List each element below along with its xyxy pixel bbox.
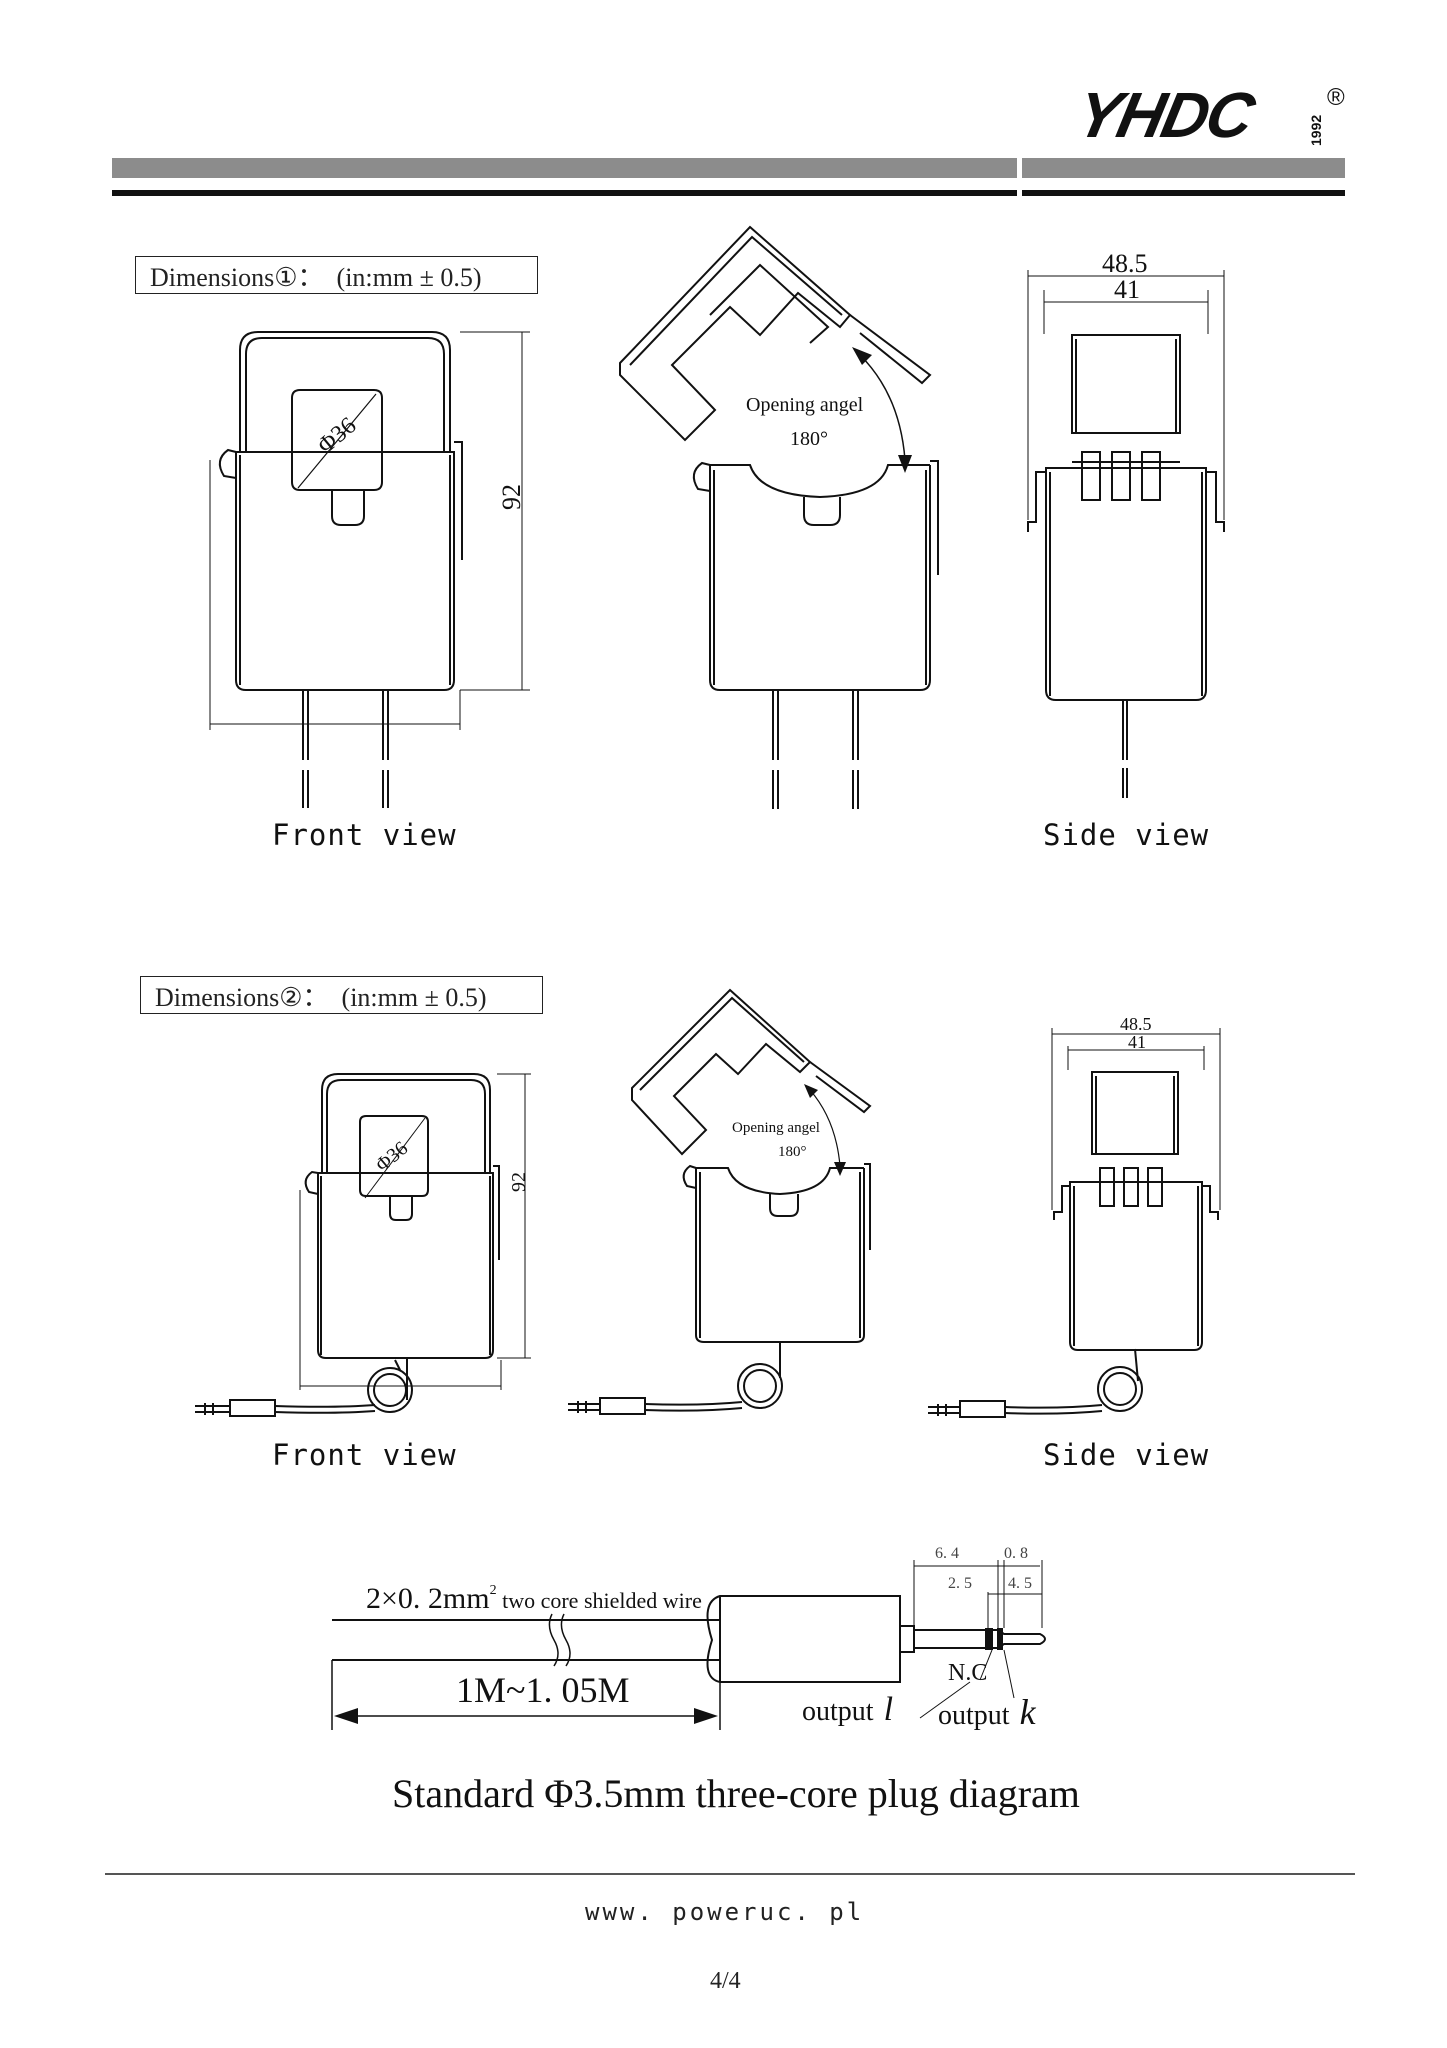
width-41-label-1: 41 [1114,275,1140,304]
side-view-2-cable [928,1348,1143,1418]
dimensions-1-label: Dimensions①： (in:mm ± 0.5) [135,256,538,294]
brand-logo: YHDC [1070,79,1259,151]
open-view-1-drawing: Opening angel 180° [619,225,939,809]
dim-0-8-label: 0. 8 [1004,1545,1028,1562]
plug-diagram: 2×0. 2mm2 two core shielded wire 1M~1. 0… [331,1545,1046,1732]
header-grey-bar-right [1022,158,1345,178]
side-view-1-drawing: 48.5 41 [1027,250,1225,798]
plug-diagram-caption: Standard Φ3.5mm three-core plug diagram [392,1771,1080,1816]
dim-4-5-label: 4. 5 [1008,1575,1032,1592]
angle-180-label-1: 180° [790,428,828,450]
open-view-2-cable [568,1342,783,1415]
wire-spec-label: 2×0. 2mm2 two core shielded wire [366,1582,702,1615]
front-view-1-drawing: Φ36 92 [209,331,530,808]
dim-6-4-label: 6. 4 [935,1545,959,1562]
cable-length-label: 1M~1. 05M [456,1670,630,1710]
logo-year: 1992 [1308,114,1324,146]
opening-angel-label-1: Opening angel [746,394,864,416]
footer-url: www. poweruc. pl [585,1898,865,1926]
header-black-line-left [112,190,1017,196]
front-view-label-1: Front view [272,818,457,852]
front-view-2-drawing: Φ36 92 [299,1073,531,1400]
dim-2-5-label: 2. 5 [948,1575,972,1592]
width-41-label-2: 41 [1128,1032,1146,1052]
front-view-2-cable [195,1359,413,1417]
header-black-line-right [1022,190,1345,196]
nc-label: N.C [948,1660,987,1686]
dimensions-2-label: Dimensions②： (in:mm ± 0.5) [140,976,543,1014]
page-number: 4/4 [710,1968,741,1994]
width-48-5-label-2: 48.5 [1120,1014,1152,1034]
height-92-label-1: 92 [497,484,526,510]
side-view-2-drawing: 48.5 41 [1051,1014,1221,1351]
opening-angel-label-2: Opening angel [732,1120,820,1136]
height-92-label-2: 92 [508,1172,530,1192]
registered-mark: ® [1327,84,1345,111]
side-view-label-1: Side view [1043,818,1210,852]
footer-divider [105,1873,1355,1875]
angle-180-label-2: 180° [778,1144,807,1160]
open-view-2-drawing: Opening angel 180° [631,988,872,1343]
side-view-label-2: Side view [1043,1438,1210,1472]
header-grey-bar-left [112,158,1017,178]
width-48-5-label-1: 48.5 [1102,250,1148,278]
front-view-label-2: Front view [272,1438,457,1472]
